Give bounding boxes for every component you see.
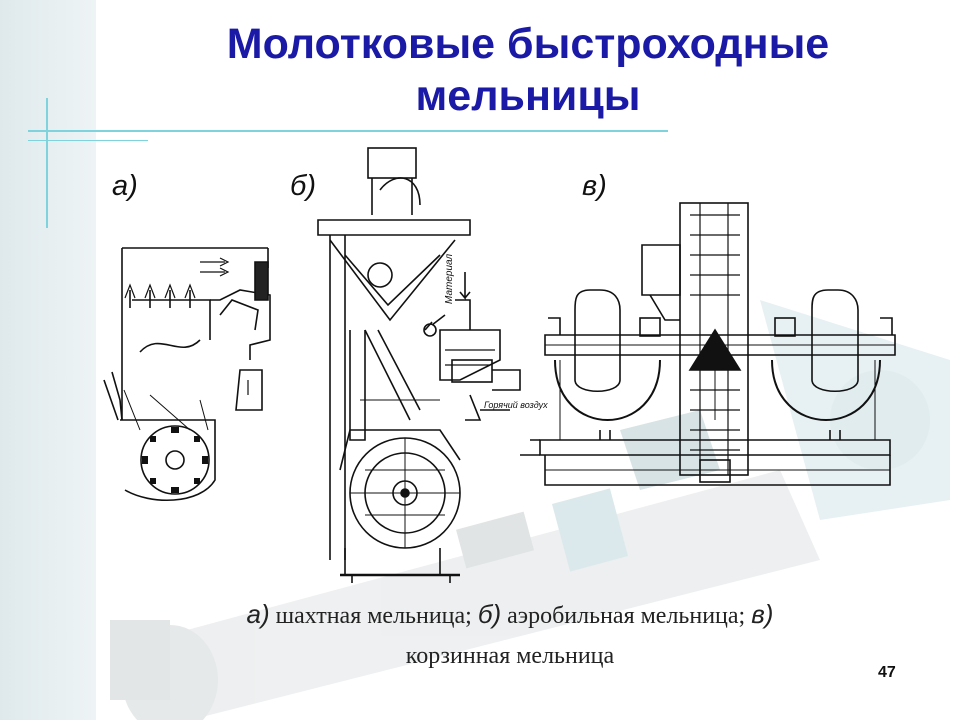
drawing-shaft-mill [103,247,271,502]
figure-caption: а) шахтная мельница; б) аэробильная мель… [110,594,910,676]
caption-line-2: корзинная мельница [110,636,910,676]
drawing-basket-mill [520,202,896,486]
left-decor-band [0,0,96,720]
label-material: Материал [444,254,455,304]
title-line-2: мельницы [415,72,641,120]
label-b: б) [290,170,316,202]
caption-letter-v: в) [751,599,774,629]
decor-horizontal-line [28,130,668,132]
decor-vertical-line [46,98,48,228]
label-hot-air: Горячий воздух [484,400,548,410]
page-number: 47 [878,664,896,681]
caption-line-1: а) шахтная мельница; б) аэробильная мель… [110,594,910,636]
drawing-aerobil-mill: Материал Горячий воздух [317,147,548,583]
caption-letter-b: б) [477,599,502,629]
slide-title: Молотковые быстроходные мельницы [96,18,960,122]
caption-text-v: корзинная мельница [405,643,615,669]
label-a: а) [112,170,138,202]
caption-text-a: шахтная мельница; [275,603,472,629]
label-v: в) [582,170,607,202]
caption-text-b: аэробильная мельница; [507,603,746,629]
caption-letter-a: а) [246,599,270,629]
decor-horizontal-line-2 [28,140,148,141]
title-line-1: Молотковые быстроходные [226,20,830,68]
